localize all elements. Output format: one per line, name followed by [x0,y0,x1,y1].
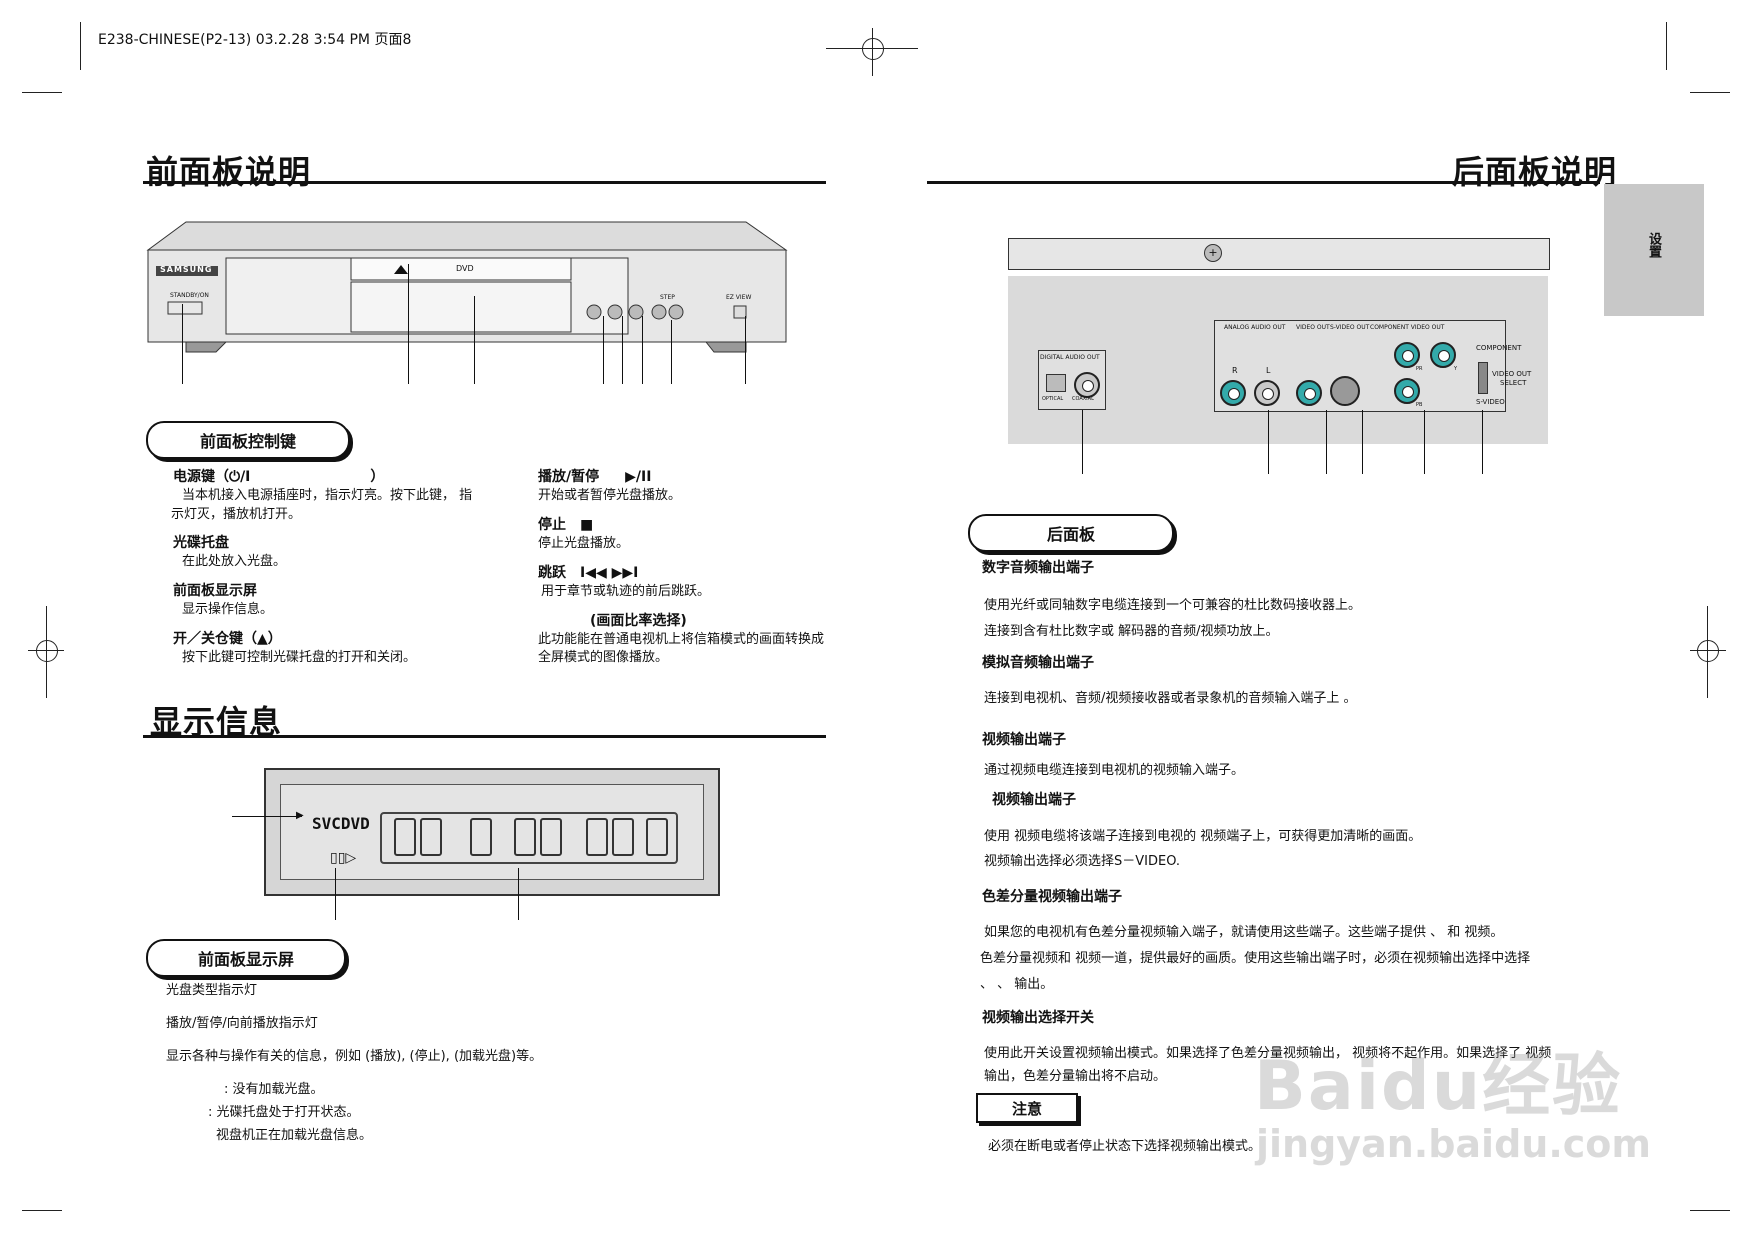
video-select-title: 视频输出选择开关 [982,1010,1094,1026]
component-label: COMPONENT [1476,344,1522,352]
digital-audio-out-label: DIGITAL AUDIO OUT [1040,354,1100,361]
video-out-title: 视频输出端子 [982,732,1066,748]
watermark-url: jingyan.baidu.com [1256,1122,1651,1166]
play-indicator-desc: 播放/暂停/向前播放指示灯 [166,1016,318,1031]
watermark-logo: Baidu经验 [1254,1047,1623,1126]
svcdvd-indicator: SVCDVD [312,814,370,833]
svideo-out-line-2: 视频输出选择必须选择S－VIDEO. [984,854,1181,869]
component-out-line-1: 如果您的电视机有色差分量视频输入端子，就请使用这些端子。这些端子提供 、 和 视… [984,925,1504,940]
front-panel-title: 前面板说明 [146,153,312,191]
analog-audio-line-1: 连接到电视机、音频/视频接收器或者录象机的音频输入端子上 。 [984,691,1357,706]
component-out-line-3: 、 、 输出。 [980,977,1054,992]
analog-audio-title: 模拟音频输出端子 [982,655,1094,671]
open-close-desc: 按下此键可控制光碟托盘的打开和关闭。 [182,650,417,665]
aspect-desc-1: 此功能能在普通电视机上将信箱模式的画面转换成 [538,632,825,647]
l-label: L [1266,366,1271,375]
svideo-out-line-1: 使用 视频电缆将该端子连接到电视的 视频端子上，可获得更加清晰的画面。 [984,829,1422,844]
display-info-title: 显示信息 [150,703,283,741]
front-display-title: 前面板显示屏 [173,583,257,599]
aspect-desc-2: 全屏模式的图像播放。 [538,650,669,665]
disc-tray-desc: 在此处放入光盘。 [182,554,287,569]
display-panel-illustration: SVCDVD ▯▯▷ [264,768,720,896]
file-info: E238-CHINESE(P2-13) 03.2.28 3:54 PM 页面8 [98,32,412,48]
play-pause-desc: 开始或者暂停光盘播放。 [538,488,682,503]
select-label-2: SELECT [1500,379,1527,387]
tray-open-desc: : 光碟托盘处于打开状态。 [208,1105,360,1120]
optical-label: OPTICAL [1042,396,1064,402]
y-label: Y [1454,366,1458,372]
no-disc-desc: : 没有加载光盘。 [224,1082,324,1097]
power-key-desc-1: 当本机接入电源插座时，指示灯亮。按下此键， 指 [182,488,473,503]
y-jack [1430,342,1456,368]
digital-audio-line-2: 连接到含有杜比数字或 解码器的音频/视频功放上。 [984,624,1279,639]
front-controls-heading: 前面板控制键 [146,421,350,459]
rear-title-rule [927,181,1600,184]
display-rule [143,735,826,738]
power-key-desc-2: 示灯灭，播放机打开。 [171,507,302,522]
aspect-title: (画面比率选择) [590,613,687,629]
video-out-select-switch[interactable] [1478,362,1488,394]
standby-label: STANDBY/ON [170,292,209,299]
loading-desc: 视盘机正在加载光盘信息。 [216,1128,373,1143]
video-select-line-1: 使用此开关设置视频输出模式。如果选择了色差分量视频输出， 视频将不起作用。如果选… [984,1046,1552,1061]
r-label: R [1232,366,1238,375]
disc-tray-title: 光碟托盘 [173,535,229,551]
video-jack [1296,380,1322,406]
note-text: 必须在断电或者停止状态下选择视频输出模式。 [988,1139,1262,1154]
video-out-line-1: 通过视频电缆连接到电视机的视频输入端子。 [984,763,1245,778]
pointer-arrow-icon: ▶ [296,810,304,821]
svideo-label: S-VIDEO [1476,398,1505,406]
title-rule [143,181,826,184]
component-out-label: COMPONENT VIDEO OUT [1370,324,1445,331]
video-select-line-2: 输出，色差分量输出将不启动。 [984,1069,1167,1084]
side-tab: 设置 [1604,184,1704,316]
svideo-out-label: S-VIDEO OUT [1330,324,1370,331]
component-out-title: 色差分量视频输出端子 [982,889,1122,905]
optical-port [1046,374,1066,392]
screw-icon: + [1204,244,1222,262]
rear-panel-title: 后面板说明 [1452,153,1618,191]
dvd-player-illustration: SAMSUNG STANDBY/ON DVD EZ VIEW STEP [146,220,788,353]
play-pause-indicator-icon: ▯▯▷ [330,850,357,866]
dvd-logo: DVD [456,264,474,273]
rear-panel-heading: 后面板 [968,514,1174,552]
analog-audio-out-label: ANALOG AUDIO OUT [1224,324,1286,331]
audio-l-jack [1254,380,1280,406]
component-out-line-2: 色差分量视频和 视频一道，提供最好的画质。使用这些输出端子时，必须在视频输出选择… [980,951,1531,966]
digital-audio-title: 数字音频输出端子 [982,560,1094,576]
pb-label: PB [1416,402,1423,408]
video-out-label: VIDEO OUT [1296,324,1330,331]
operation-info-desc: 显示各种与操作有关的信息，例如 (播放), (停止), (加载光盘)等。 [166,1049,543,1064]
front-display-desc: 显示操作信息。 [182,602,274,617]
play-pause-title: 播放/暂停▶/II [538,469,652,485]
ez-view-label: EZ VIEW [726,294,752,301]
step-label: STEP [660,294,675,301]
rear-panel-illustration: + DIGITAL AUDIO OUT OPTICAL COAXIAL ANAL… [1008,238,1550,444]
stop-desc: 停止光盘播放。 [538,536,630,551]
front-display-heading: 前面板显示屏 [146,939,346,977]
audio-r-jack [1220,380,1246,406]
note-heading: 注意 [976,1093,1078,1123]
power-key-title: 电源键（⏻/I） [173,469,385,485]
stop-title: 停止■ [538,517,594,533]
select-label-1: VIDEO OUT [1492,370,1532,378]
svideo-out-title: 视频输出端子 [992,792,1076,808]
coaxial-label: COAXIAL [1072,396,1094,402]
pr-jack [1394,342,1420,368]
disc-type-indicator: 光盘类型指示灯 [166,983,258,998]
svideo-port [1330,376,1360,406]
side-tab-label: 设置 [1646,232,1661,258]
skip-desc: 用于章节或轨迹的前后跳跃。 [541,584,711,599]
pb-jack [1394,378,1420,404]
open-close-title: 开／关仓键（▲） [173,631,282,647]
digital-audio-line-1: 使用光纤或同轴数字电缆连接到一个可兼容的杜比数码接收器上。 [984,598,1362,613]
pr-label: PR [1416,366,1423,372]
brand-logo: SAMSUNG [160,265,213,274]
